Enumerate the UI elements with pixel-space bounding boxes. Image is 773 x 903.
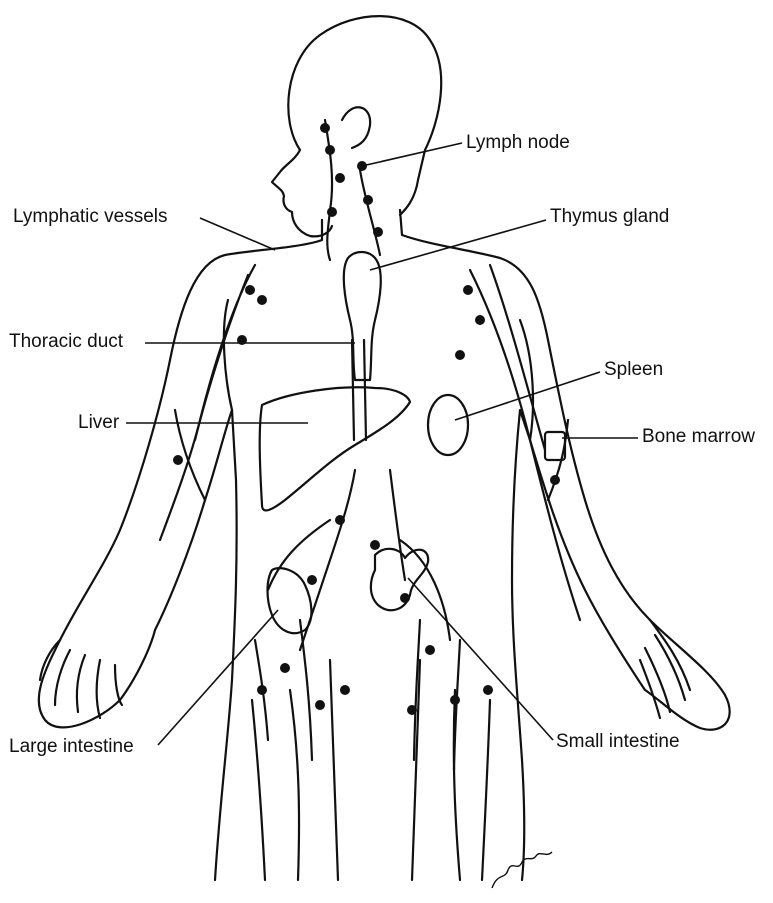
lymph-node: [320, 123, 330, 133]
lymph-node: [463, 285, 473, 295]
lymph-node: [340, 685, 350, 695]
label-thymus-gland: Thymus gland: [550, 206, 669, 228]
lymph-node: [280, 663, 290, 673]
left-arm-vessels: [160, 265, 255, 540]
right-arm-inner: [520, 320, 568, 500]
lymph-node: [257, 295, 267, 305]
label-thoracic-duct: Thoracic duct: [9, 331, 123, 353]
torso-right-outline: [400, 210, 730, 880]
liver: [260, 387, 410, 510]
label-bone-marrow: Bone marrow: [642, 426, 755, 448]
abdominal-vessels: [268, 470, 450, 650]
lymph-node: [475, 315, 485, 325]
left-arm-inner: [175, 300, 232, 500]
right-arm-vessels: [470, 265, 580, 620]
leader-spleen: [455, 372, 600, 420]
label-spleen: Spleen: [604, 359, 663, 381]
lymph-node: [455, 350, 465, 360]
right-leg: [412, 660, 490, 880]
leader-lymph-node: [362, 143, 462, 166]
lymph-node: [327, 207, 337, 217]
leg-vessels: [255, 620, 460, 770]
neck-vessels: [325, 120, 380, 260]
lymph-node: [373, 227, 383, 237]
lymph-node: [335, 515, 345, 525]
thymus-gland: [344, 252, 381, 380]
lymph-node: [425, 645, 435, 655]
lymph-node: [257, 685, 267, 695]
lymph-node: [400, 593, 410, 603]
leader-small-intestine: [408, 578, 553, 740]
lymph-node: [307, 575, 317, 585]
lymph-node: [407, 705, 417, 715]
lymph-node: [370, 540, 380, 550]
lymph-node: [245, 285, 255, 295]
ear: [342, 107, 370, 148]
lymph-node: [550, 475, 560, 485]
lymph-node: [335, 173, 345, 183]
label-liver: Liver: [78, 412, 119, 434]
lymph-node: [450, 695, 460, 705]
torso-left-outline: [39, 220, 322, 880]
left-hand: [40, 640, 122, 718]
lymph-node: [483, 685, 493, 695]
lymph-node: [315, 700, 325, 710]
label-small-intestine: Small intestine: [556, 731, 680, 753]
label-lymphatic-vessels: Lymphatic vessels: [13, 206, 168, 228]
lymph-node: [363, 195, 373, 205]
head-outline: [272, 16, 441, 236]
leader-thymus-gland: [370, 220, 546, 270]
spleen: [428, 395, 468, 455]
label-lymph-node: Lymph node: [466, 132, 570, 154]
lymph-node: [173, 455, 183, 465]
label-large-intestine: Large intestine: [9, 736, 134, 758]
lymph-node: [325, 145, 335, 155]
leader-lymphatic-vessels: [200, 218, 275, 250]
